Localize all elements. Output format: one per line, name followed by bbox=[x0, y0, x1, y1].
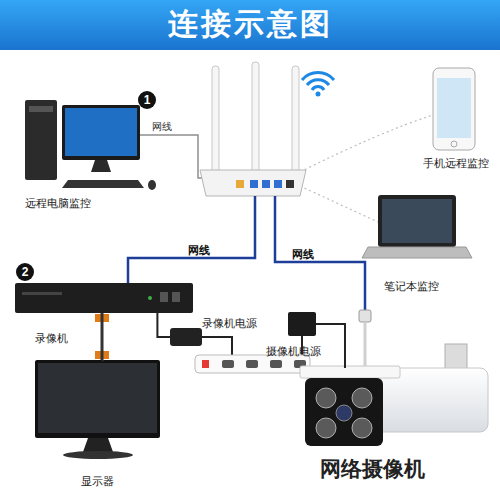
phone-button bbox=[451, 141, 457, 147]
router-body bbox=[200, 170, 306, 196]
diagram-title: 连接示意图 bbox=[0, 0, 500, 50]
device-node: 摄像机电源 bbox=[288, 312, 316, 336]
device-node: 远程电脑监控 bbox=[25, 100, 145, 192]
keyboard bbox=[62, 180, 144, 188]
device-node: 录像机 bbox=[15, 283, 193, 313]
wifi-arc bbox=[302, 73, 334, 80]
device-label: 显示器 bbox=[81, 474, 114, 488]
router-antenna bbox=[212, 66, 219, 174]
nvr-port bbox=[160, 292, 168, 302]
device-label: 手机远程监控 bbox=[423, 156, 489, 170]
wifi-dot bbox=[316, 92, 321, 97]
camera-led bbox=[316, 388, 336, 408]
power-cord bbox=[202, 337, 232, 356]
pc-screen bbox=[65, 108, 137, 156]
nvr-panel bbox=[22, 292, 62, 295]
camera-led bbox=[352, 418, 372, 438]
cable-label: 网线 bbox=[188, 243, 210, 257]
router-port bbox=[262, 180, 270, 188]
router-antenna bbox=[252, 62, 259, 174]
device-label: 摄像机电源 bbox=[266, 344, 321, 358]
laptop-base bbox=[362, 247, 472, 258]
monitor-base bbox=[63, 451, 133, 459]
camera-led bbox=[316, 418, 336, 438]
wireless-link bbox=[300, 115, 433, 172]
vga-plug bbox=[95, 351, 109, 359]
device-node: 手机远程监控 bbox=[433, 68, 475, 150]
camera-lead bbox=[364, 322, 367, 370]
device-label: 笔记本监控 bbox=[384, 279, 439, 293]
network-cable bbox=[275, 196, 365, 312]
pc-stand bbox=[91, 160, 111, 172]
cable-label: 网线 bbox=[292, 247, 314, 261]
power-socket bbox=[246, 360, 258, 368]
power-strip bbox=[195, 355, 310, 373]
device-node: 笔记本监控 bbox=[362, 195, 472, 258]
device-node: 录像机电源 bbox=[170, 328, 202, 346]
device-node: 显示器 bbox=[35, 360, 160, 455]
pc-monitor bbox=[62, 105, 140, 160]
power-socket bbox=[270, 360, 282, 368]
monitor-frame bbox=[35, 360, 160, 438]
pc-tower bbox=[25, 100, 57, 180]
cable-connector bbox=[157, 313, 170, 337]
monitor-screen bbox=[38, 363, 157, 433]
nvr-body bbox=[15, 283, 193, 313]
callout-circle bbox=[16, 263, 34, 281]
router-port bbox=[274, 180, 282, 188]
camera-led bbox=[352, 388, 372, 408]
title-banner bbox=[0, 0, 500, 50]
callout-number: 1 bbox=[138, 93, 156, 107]
router-port bbox=[250, 180, 258, 188]
power-adapter bbox=[170, 328, 202, 346]
router-antenna bbox=[292, 66, 299, 174]
router-port bbox=[236, 180, 244, 188]
router-port bbox=[286, 180, 294, 188]
callout-number: 2 bbox=[16, 265, 34, 279]
device-node: 网络摄像机 bbox=[300, 368, 490, 463]
wireless-link bbox=[300, 186, 378, 222]
cable-connector bbox=[101, 313, 104, 360]
laptop-lid bbox=[378, 195, 456, 247]
camera-lens bbox=[336, 405, 352, 421]
nvr-port bbox=[172, 292, 180, 302]
cable-label: 网线 bbox=[152, 120, 172, 134]
device-label: 网络摄像机 bbox=[320, 457, 425, 481]
camera-hood bbox=[300, 366, 400, 378]
nvr-led bbox=[148, 296, 152, 300]
laptop-screen bbox=[382, 199, 452, 243]
pc-drive bbox=[29, 106, 53, 112]
power-adapter bbox=[288, 312, 316, 336]
phone-body bbox=[433, 68, 475, 150]
camera-face bbox=[305, 378, 383, 446]
monitor-stand bbox=[83, 438, 113, 452]
device-label: 远程电脑监控 bbox=[25, 196, 91, 210]
power-socket bbox=[222, 360, 234, 368]
network-cable bbox=[128, 196, 255, 284]
phone-screen bbox=[437, 78, 471, 138]
callout-circle bbox=[138, 91, 156, 109]
wifi-arc bbox=[307, 80, 329, 85]
device-label: 录像机 bbox=[35, 331, 68, 345]
power-switch bbox=[202, 360, 209, 368]
vga-plug bbox=[95, 314, 109, 322]
mouse bbox=[148, 180, 156, 190]
wifi-arc bbox=[312, 87, 324, 90]
rj45-plug bbox=[359, 310, 371, 322]
device-label: 录像机电源 bbox=[202, 316, 257, 330]
